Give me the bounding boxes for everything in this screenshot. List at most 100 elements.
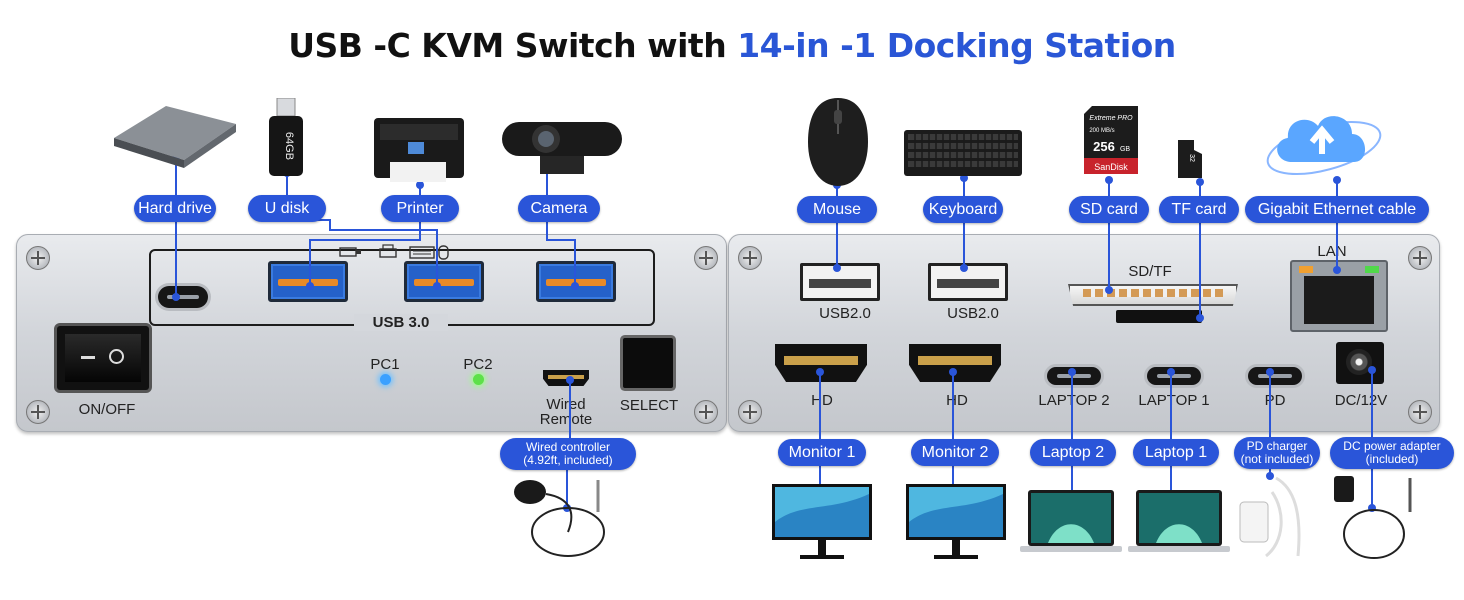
pd-port (1248, 367, 1302, 385)
charger-icon (1239, 476, 1301, 558)
led-pc1-label: PC1 (370, 356, 400, 373)
monitor2-callout: Monitor 2 (911, 439, 999, 466)
screw-icon (26, 246, 50, 270)
keyboard-legend-icon (409, 246, 435, 259)
usb-c-port-front (158, 286, 208, 308)
laptop1-port-label: LAPTOP 1 (1138, 392, 1210, 409)
screw-icon (1408, 246, 1432, 270)
remote-port (543, 370, 589, 386)
title-prefix: USB -C KVM Switch with (288, 26, 738, 65)
printer-legend-icon (379, 244, 397, 258)
page-title: USB -C KVM Switch with 14-in -1 Docking … (0, 26, 1464, 65)
sd-card-speed: 200 MB/s (1089, 128, 1114, 134)
mouse-legend-icon (438, 245, 449, 260)
laptop1-callout: Laptop 1 (1133, 439, 1219, 466)
usb-stick-legend-icon (339, 247, 361, 257)
laptop2-port (1047, 367, 1101, 385)
select-button[interactable] (623, 338, 673, 388)
screw-icon (738, 400, 762, 424)
usb2-port-2-label: USB2.0 (947, 305, 999, 322)
camera-callout: Camera (518, 195, 600, 222)
rear-panel: USB2.0 USB2.0 SD/TF LAN HD HD LAPTOP 2 L… (728, 234, 1440, 432)
power-label: ON/OFF (78, 401, 136, 418)
pd-charger-callout-line2: (not included) (1240, 452, 1314, 466)
lan-jack (1304, 276, 1374, 324)
wired-controller-callout-line2: (4.92ft, included) (523, 453, 613, 467)
power-off-mark (81, 356, 95, 359)
dc-adapter-icon (1334, 476, 1412, 559)
usb3-port-2 (404, 261, 484, 302)
screw-icon (1408, 400, 1432, 424)
u-disk-callout: U disk (248, 195, 326, 222)
lan-port (1290, 260, 1388, 332)
screw-icon (738, 246, 762, 270)
dc-port (1336, 342, 1384, 384)
cloud-upload-icon (1266, 116, 1382, 176)
usb3-port-1 (268, 261, 348, 302)
ethernet-callout: Gigabit Ethernet cable (1245, 196, 1429, 223)
laptop2-port-label: LAPTOP 2 (1038, 392, 1110, 409)
screw-icon (694, 246, 718, 270)
laptop2-callout: Laptop 2 (1030, 439, 1116, 466)
select-label: SELECT (619, 397, 679, 414)
hd-port-2-label: HD (946, 392, 968, 409)
dc-adapter-callout-line2: (included) (1365, 452, 1419, 466)
title-highlight: 14-in -1 Docking Station (737, 26, 1176, 65)
dc-port-label: DC/12V (1334, 392, 1388, 409)
lan-led-orange (1299, 266, 1313, 273)
hard-drive-callout: Hard drive (134, 195, 216, 222)
sd-card-capacity-unit: GB (1120, 146, 1130, 153)
usb2-port-2 (928, 263, 1008, 301)
power-rocker (65, 334, 141, 382)
usb-stick-capacity: 64GB (283, 132, 295, 160)
hard-drive-icon (114, 106, 236, 168)
pd-charger-callout: PD charger (not included) (1234, 437, 1320, 469)
sd-card-brand: SanDisk (1094, 162, 1128, 172)
sd-card-line: Extreme PRO (1089, 115, 1133, 122)
lan-led-green (1365, 266, 1379, 273)
wired-controller-callout: Wired controller (4.92ft, included) (500, 438, 636, 470)
led-pc2-label: PC2 (463, 356, 493, 373)
remote-button-icon (514, 480, 605, 557)
sd-card-icon: Extreme PRO 200 MB/s 256 GB SanDisk (1084, 106, 1138, 174)
remote-port-label-2: Remote (539, 411, 593, 428)
power-switch[interactable] (57, 326, 149, 390)
mouse-callout: Mouse (797, 196, 877, 223)
card-slot-label: SD/TF (1128, 263, 1172, 280)
laptop-icon (1020, 490, 1122, 552)
tf-card-callout: TF card (1159, 196, 1239, 223)
tf-card-slot (1116, 310, 1202, 323)
lan-label: LAN (1317, 243, 1347, 260)
screw-icon (26, 400, 50, 424)
hd-port-1-label: HD (811, 392, 833, 409)
wired-controller-callout-line1: Wired controller (525, 440, 611, 454)
webcam-icon (502, 122, 622, 174)
dc-adapter-callout-line1: DC power adapter (1343, 439, 1441, 453)
tf-card-icon: 32 (1178, 140, 1202, 178)
usb2-port-1-label: USB2.0 (819, 305, 871, 322)
led-pc1 (380, 374, 391, 385)
led-pc2 (473, 374, 484, 385)
monitor-icon (772, 484, 872, 559)
laptop-icon (1128, 490, 1230, 552)
remote-port-label-1: Wired (546, 396, 586, 413)
sd-card-capacity: 256 (1093, 139, 1115, 154)
keyboard-icon (904, 130, 1022, 176)
screw-icon (694, 400, 718, 424)
tf-card-capacity: 32 (1188, 154, 1195, 162)
usb-stick-icon: 64GB (269, 98, 303, 176)
monitor1-callout: Monitor 1 (778, 439, 866, 466)
mouse-icon (808, 98, 868, 186)
printer-callout: Printer (381, 195, 459, 222)
dc-adapter-callout: DC power adapter (included) (1330, 437, 1454, 469)
usb3-group-label: USB 3.0 (354, 314, 448, 331)
monitor-icon (906, 484, 1006, 559)
printer-icon (374, 118, 464, 182)
power-on-mark (109, 349, 124, 364)
port-legend-icons (339, 244, 449, 260)
keyboard-callout: Keyboard (923, 196, 1003, 223)
pd-charger-callout-line1: PD charger (1246, 439, 1308, 453)
laptop1-port (1147, 367, 1201, 385)
front-panel: USB 3.0 ON/OFF PC1 PC2 Wired Remote SELE… (16, 234, 727, 432)
